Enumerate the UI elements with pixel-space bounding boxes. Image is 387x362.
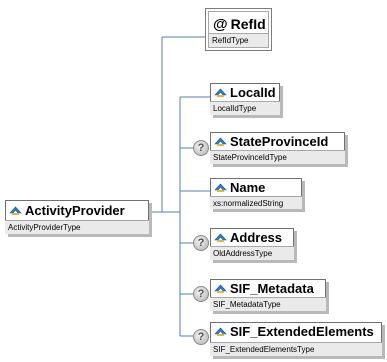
question-mark-icon: ? <box>193 286 209 302</box>
element-icon <box>214 183 227 192</box>
element-type: LocalIdType <box>213 104 257 113</box>
element-icon <box>214 88 227 97</box>
question-mark-icon: ? <box>193 235 209 251</box>
element-icon <box>214 137 227 146</box>
question-mark-icon: ? <box>193 140 209 156</box>
element-icon <box>214 233 227 242</box>
element-name: Name <box>230 179 266 195</box>
element-node-address[interactable]: Address OldAddressType <box>210 228 297 263</box>
question-mark-icon: ? <box>193 329 209 345</box>
attribute-name: RefId <box>230 16 266 32</box>
element-type: SIF_ExtendedElementsType <box>213 345 315 354</box>
attribute-type: RefIdType <box>212 36 249 45</box>
element-name: SIF_Metadata <box>230 280 314 296</box>
element-type: StateProvinceIdType <box>213 153 287 162</box>
element-name: Address <box>230 229 283 245</box>
element-type: xs:normalizedString <box>213 198 284 208</box>
element-icon <box>9 206 22 215</box>
element-node-localid[interactable]: LocalId LocalIdType <box>210 83 283 118</box>
element-type: SIF_MetadataType <box>213 300 281 309</box>
element-node-name[interactable]: Name xs:normalizedString <box>210 178 305 212</box>
element-node-sif-metadata[interactable]: SIF_Metadata SIF_MetadataType <box>210 279 329 314</box>
element-type: OldAddressType <box>213 249 273 258</box>
root-node[interactable]: ActivityProvider ActivityProviderType <box>5 200 152 237</box>
element-name: LocalId <box>230 84 276 100</box>
attribute-icon: @ <box>213 15 228 33</box>
element-name: StateProvinceId <box>230 133 329 149</box>
element-node-sif-extendedelements[interactable]: SIF_ExtendedElements SIF_ExtendedElement… <box>210 322 385 359</box>
attribute-node[interactable]: @ RefId RefIdType <box>205 8 272 51</box>
root-type: ActivityProviderType <box>8 223 81 232</box>
element-name: SIF_ExtendedElements <box>230 324 374 339</box>
element-icon <box>214 284 227 293</box>
root-name: ActivityProvider <box>25 202 125 218</box>
element-icon <box>214 327 227 336</box>
element-node-stateprovinceid[interactable]: StateProvinceId StateProvinceIdType <box>210 132 348 167</box>
